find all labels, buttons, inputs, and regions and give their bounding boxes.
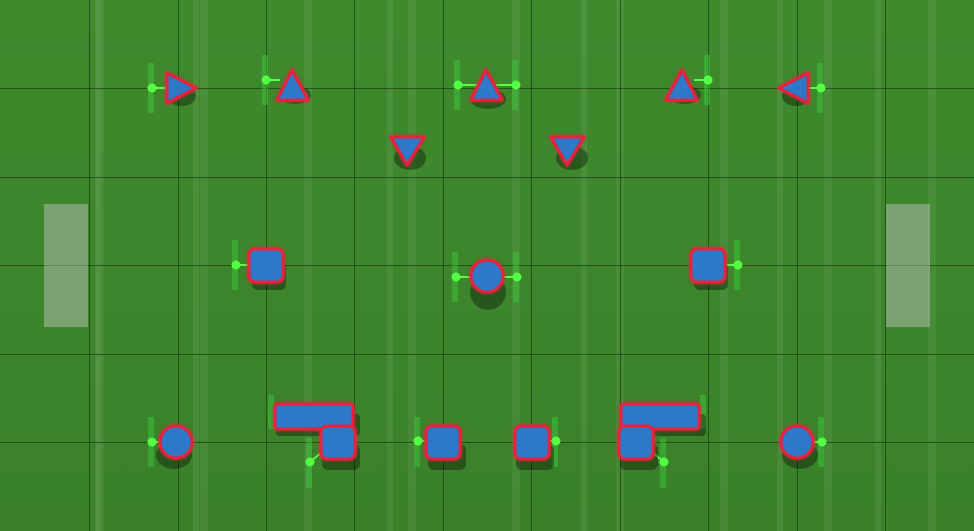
bunker-circle[interactable] xyxy=(158,424,194,460)
bunker-rect-wide[interactable] xyxy=(273,402,355,431)
anchor-marker[interactable] xyxy=(268,395,706,429)
grid-line xyxy=(0,177,974,178)
left-start-box xyxy=(44,204,88,327)
bunker-square[interactable] xyxy=(689,247,727,284)
bunker-triangle-up[interactable] xyxy=(664,68,699,102)
bunker-square[interactable] xyxy=(617,424,655,461)
bunker-square[interactable] xyxy=(247,247,285,284)
anchor-marker[interactable] xyxy=(546,417,561,467)
grid-line xyxy=(0,442,974,443)
grid-line xyxy=(0,354,974,355)
anchor-marker[interactable] xyxy=(413,417,428,467)
anchor-marker[interactable] xyxy=(694,55,713,105)
anchor-marker[interactable] xyxy=(808,63,826,113)
bunker-triangle-down[interactable] xyxy=(549,135,586,167)
bunker-triangle-down[interactable] xyxy=(389,135,426,167)
bunker-square[interactable] xyxy=(424,424,462,461)
bunker-triangle-up[interactable] xyxy=(275,68,310,102)
anchor-marker[interactable] xyxy=(261,55,280,105)
bunker-circle[interactable] xyxy=(469,258,505,294)
bunker-square[interactable] xyxy=(319,424,357,461)
bunker-triangle-right[interactable] xyxy=(165,71,198,105)
bunker-triangle-left[interactable] xyxy=(777,71,810,105)
bunker-triangle-up[interactable] xyxy=(469,68,504,102)
anchor-marker[interactable] xyxy=(147,63,166,113)
bunker-square[interactable] xyxy=(513,424,551,461)
right-start-box xyxy=(886,204,930,327)
bunker-rect-wide[interactable] xyxy=(619,402,701,431)
anchor-marker[interactable] xyxy=(231,240,250,290)
bunker-circle[interactable] xyxy=(779,424,815,460)
